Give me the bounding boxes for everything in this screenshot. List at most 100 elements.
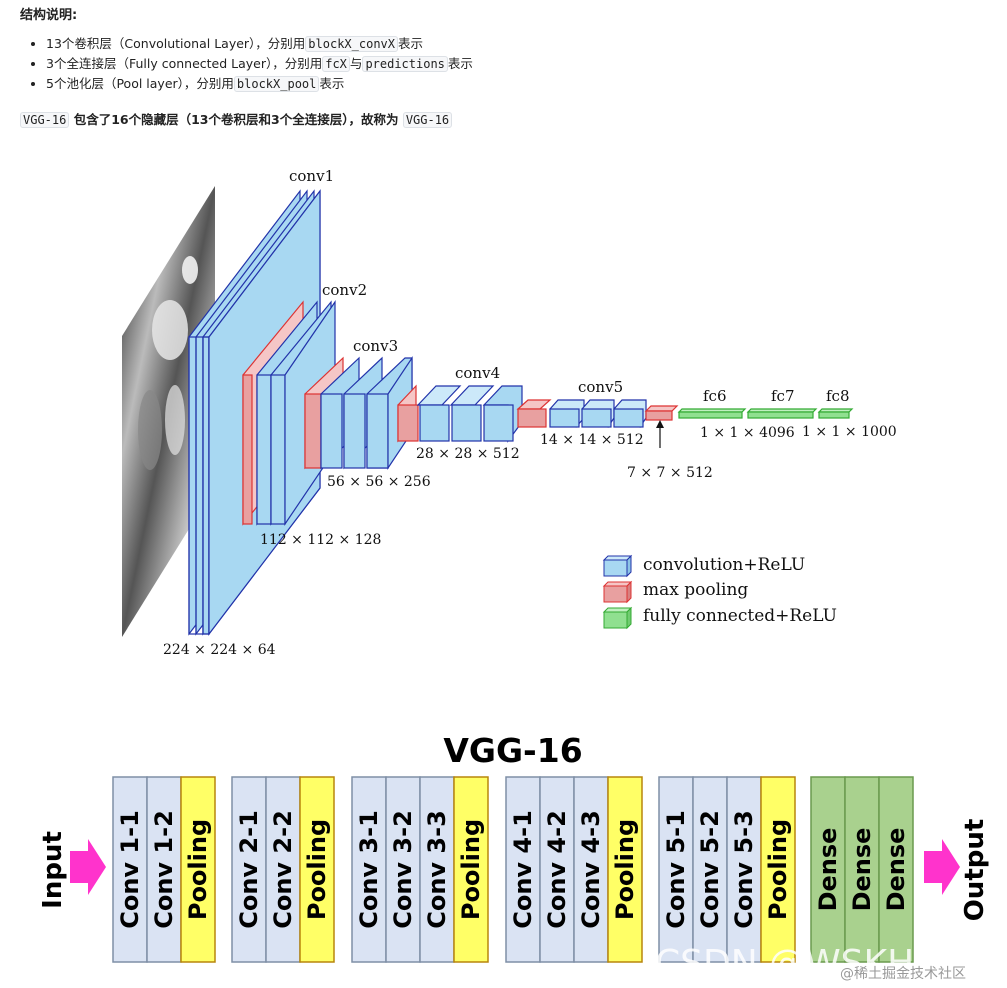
conv-layer-box (351, 776, 387, 963)
summary-note: VGG-16 包含了16个隐藏层（13个卷积层和3个全连接层），故称为 VGG-… (20, 110, 453, 130)
conv-layer-box (385, 776, 421, 963)
layer-box-label: Pooling (611, 819, 639, 920)
layer-box-label: Conv 4-2 (543, 810, 571, 929)
dim-label: 28 × 28 × 512 (416, 446, 520, 462)
layer-box-label: Conv 4-1 (509, 810, 537, 929)
bullet-text: 13个卷积层（Convolutional Layer），分别用 (46, 36, 306, 51)
layer-box-label: Conv 5-1 (662, 810, 690, 929)
output-label: Output (960, 819, 990, 922)
conv-layer-box (539, 776, 575, 963)
conv-layer-box (573, 776, 609, 963)
dense-layer-box (878, 776, 914, 963)
conv5-block (516, 399, 647, 428)
dim-label: 1 × 1 × 1000 (802, 424, 897, 440)
pooling-layer-box (180, 776, 216, 963)
inline-code: blockX_pool (233, 76, 320, 92)
bullet-text: 表示 (319, 76, 345, 91)
bullet-text: 5个池化层（Pool layer），分别用 (46, 76, 234, 91)
inline-code: VGG-16 (20, 112, 70, 128)
legend-item-conv: convolution+ReLU (602, 554, 805, 578)
layer-box-label: Pooling (184, 819, 212, 920)
layer-box-label: Conv 5-2 (696, 810, 724, 929)
pooling-layer-box (607, 776, 643, 963)
layer-box-label: Pooling (457, 819, 485, 920)
inline-code: VGG-16 (402, 112, 453, 128)
layer-box-label: Dense (882, 828, 910, 912)
layer-label-conv3: conv3 (353, 337, 398, 355)
conv-layer-box (692, 776, 728, 963)
legend: convolution+ReLU max pooling fully conne… (602, 554, 837, 630)
conv4-block (397, 384, 523, 443)
layer-box-label: Conv 1-2 (150, 810, 178, 929)
layer-box-label: Dense (848, 828, 876, 912)
bullet-text: 3个全连接层（Fully connected Layer），分别用 (46, 56, 323, 71)
layer-label-fc7: fc7 (771, 387, 795, 405)
layer-label-conv5: conv5 (578, 378, 623, 396)
vgg-3d-architecture: conv1 conv2 conv3 conv4 conv5 fc6 fc7 fc… (122, 167, 897, 658)
legend-label: convolution+ReLU (643, 555, 805, 575)
list-item: 13个卷积层（Convolutional Layer），分别用blockX_co… (46, 34, 473, 54)
input-arrow-icon (70, 839, 106, 895)
bullet-text: 与 (349, 56, 363, 71)
layer-label-conv2: conv2 (322, 281, 367, 299)
conv-layer-box (231, 776, 267, 963)
layer-box-label: Conv 5-3 (730, 810, 758, 929)
layer-box-label: Pooling (764, 819, 792, 920)
layer-box-label: Conv 3-2 (389, 810, 417, 929)
pooling-layer-box (299, 776, 335, 963)
dense-layer-box (810, 776, 846, 963)
pooling-layer-box (760, 776, 796, 963)
layer-label-conv1: conv1 (289, 167, 334, 185)
watermark-sub: @稀土掘金技术社区 (840, 966, 966, 982)
watermark: CSDN @WSKH (655, 943, 914, 984)
layer-box-label: Conv 3-1 (355, 810, 383, 929)
layer-box-label: Conv 2-2 (269, 810, 297, 929)
bullet-text: 表示 (398, 36, 424, 51)
layer-box-label: Dense (814, 828, 842, 912)
block-diagram-title: VGG-16 (443, 731, 582, 770)
legend-label: fully connected+ReLU (643, 606, 837, 626)
legend-label: max pooling (643, 580, 748, 600)
pooling-layer-box (453, 776, 489, 963)
layer-label-fc8: fc8 (826, 387, 850, 405)
legend-item-pool: max pooling (602, 580, 748, 604)
dim-label: 1 × 1 × 4096 (700, 425, 795, 441)
section-title: 结构说明: (20, 8, 78, 23)
layer-box-label: Conv 3-3 (423, 810, 451, 929)
dense-layer-box (844, 776, 880, 963)
layer-label-fc6: fc6 (703, 387, 727, 405)
layer-box-label: Conv 2-1 (235, 810, 263, 929)
list-item: 3个全连接层（Fully connected Layer），分别用fcX与pre… (46, 54, 473, 74)
conv-layer-box (726, 776, 762, 963)
dim-label: 112 × 112 × 128 (260, 532, 381, 548)
inline-code: predictions (362, 56, 448, 72)
pool5-block (644, 405, 679, 448)
bullet-text: 表示 (447, 56, 473, 71)
layer-box-label: Pooling (303, 819, 331, 920)
output-arrow-icon (924, 839, 960, 895)
dim-label: 7 × 7 × 512 (627, 465, 713, 481)
dim-label: 224 × 224 × 64 (163, 642, 276, 658)
layer-label-conv4: conv4 (455, 364, 500, 382)
inline-code: fcX (322, 56, 350, 72)
conv-layer-box (658, 776, 694, 963)
inline-code: blockX_convX (305, 36, 398, 52)
input-label: Input (38, 831, 68, 909)
conv-layer-box (146, 776, 182, 963)
structure-list: 13个卷积层（Convolutional Layer），分别用blockX_co… (28, 34, 473, 94)
legend-item-fc: fully connected+ReLU (602, 606, 837, 630)
dim-label: 56 × 56 × 256 (327, 474, 431, 490)
layer-box-label: Conv 1-1 (116, 810, 144, 929)
dim-label: 14 × 14 × 512 (540, 432, 644, 448)
fc-layers (677, 408, 854, 419)
layer-box-label: Conv 4-3 (577, 810, 605, 929)
